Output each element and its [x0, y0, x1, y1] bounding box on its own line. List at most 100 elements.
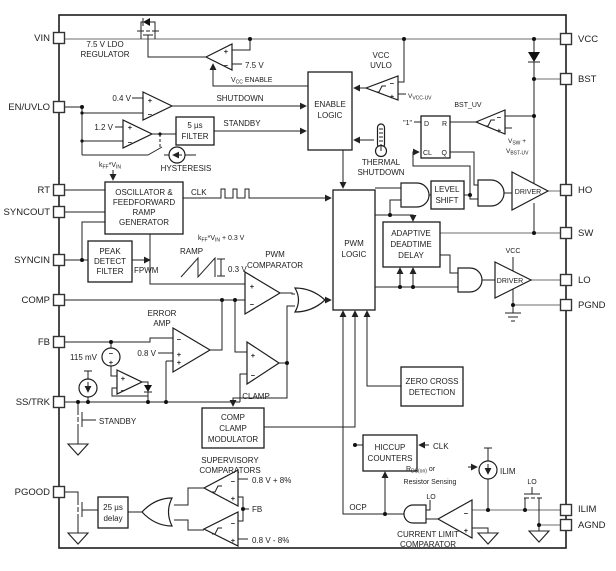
standby-comparator	[122, 119, 154, 149]
pins	[52, 31, 573, 532]
ramp-waveform	[180, 256, 216, 279]
pin-label-bst: BST	[578, 74, 597, 85]
clamp-comparator	[246, 340, 281, 386]
hysteresis-label: HYSTERESIS	[161, 164, 212, 173]
v75-label: 7.5 V	[245, 61, 264, 70]
bst-diode	[528, 52, 540, 63]
ff-cl-label: CL	[423, 150, 432, 157]
and-gate-ho-1	[400, 182, 430, 208]
sign: +	[121, 374, 126, 383]
sign: −	[121, 386, 126, 395]
fpwm-label: FPWM	[134, 266, 159, 275]
sign: −	[497, 113, 502, 122]
delay25-label-1: 25 µs	[103, 503, 123, 512]
polarity-signs: + − + − + − − + − + + − − + + − + + − + …	[109, 47, 502, 545]
hiccup-label-2: COUNTERS	[368, 454, 413, 463]
filter-label-2: FILTER	[182, 132, 209, 141]
standby-line-label: STANDBY	[223, 119, 261, 128]
level-shift-label-1: LEVEL	[435, 185, 460, 194]
ldo-label-1: 7.5 V LDO	[86, 40, 123, 49]
oscillator-block	[104, 181, 184, 235]
lo-fet-label: LO	[527, 479, 537, 486]
ground-clc	[476, 532, 500, 545]
sign: +	[464, 526, 469, 535]
pin-label-ss-trk: SS/TRK	[16, 397, 51, 408]
zero-cross-label-2: DETECTION	[409, 388, 455, 397]
vcc-uvlo-label-2: UVLO	[370, 61, 392, 70]
hysteresis-current-source	[168, 146, 186, 164]
v12-label: 1.2 V	[94, 123, 113, 132]
sign: +	[390, 92, 395, 101]
kff-vin-label: kFF*VIN	[99, 162, 121, 171]
v08m-label: 0.8 V - 8%	[252, 536, 289, 545]
sign: −	[390, 79, 395, 88]
pin-ss-trk	[52, 395, 66, 409]
pwm-logic-block	[332, 189, 376, 311]
shutdown-comparator	[142, 91, 174, 121]
ocp-label: OCP	[349, 503, 366, 512]
fb-net-label: FB	[252, 505, 262, 514]
vsw-plus-label: VSW +	[508, 138, 526, 147]
level-shift-label-2: SHIFT	[435, 196, 458, 205]
ss-buffer-amp	[116, 369, 144, 395]
ff-q-label: Q	[442, 150, 448, 157]
ilim-current-source	[478, 460, 498, 480]
sign: −	[464, 509, 469, 518]
adaptive-deadtime-block	[382, 221, 441, 268]
error-amp	[172, 326, 212, 374]
lo-driver	[494, 261, 533, 299]
resistor-sensing-label: Resistor Sensing	[404, 479, 457, 486]
sign: +	[109, 358, 114, 367]
ff-r-label: R	[442, 121, 447, 128]
current-limit-label-2: COMPARATOR	[400, 540, 456, 549]
pgood-fet	[77, 499, 98, 520]
ground-pgood	[66, 532, 90, 545]
v08-label: 0.8 V	[137, 349, 156, 358]
sign: −	[250, 300, 255, 309]
sign: −	[109, 349, 114, 358]
bst-uv-label: BST_UV	[454, 102, 482, 109]
delay-25us-block	[97, 496, 129, 529]
thermal-label-1: THERMAL	[362, 158, 401, 167]
ground-agnd	[527, 530, 551, 543]
delay25-label-2: delay	[103, 514, 122, 523]
peak-detect-filter-block	[87, 240, 133, 283]
osc-label-4: GENERATOR	[119, 218, 169, 227]
pin-label-lo: LO	[578, 275, 591, 286]
pin-label-pgood: PGOOD	[15, 487, 51, 498]
pin-sw	[559, 226, 573, 240]
pin-vcc	[559, 32, 573, 46]
ground-pgnd	[505, 312, 521, 322]
v04-label: 0.4 V	[112, 94, 131, 103]
clk-label: CLK	[191, 188, 207, 197]
sign: −	[231, 519, 236, 528]
pin-label-pgnd: PGND	[578, 300, 606, 311]
vcc-uvlo-comparator	[364, 75, 399, 101]
sign: +	[231, 536, 236, 545]
adaptive-label-3: DELAY	[398, 251, 424, 260]
pin-ho	[559, 183, 573, 197]
osc-label-3: RAMP	[132, 208, 155, 217]
hysteresis-glyph-sup1	[212, 485, 222, 493]
standby-fet	[77, 409, 83, 430]
sign: −	[231, 477, 236, 486]
pin-label-agnd: AGND	[578, 520, 606, 531]
current-limit-comparator	[436, 498, 473, 540]
pin-label-ilim: ILIM	[578, 504, 597, 515]
adaptive-label-2: DEADTIME	[390, 240, 431, 249]
mv115-label: 115 mV	[70, 353, 98, 362]
peak-label-3: FILTER	[97, 267, 124, 276]
sign: −	[128, 138, 133, 147]
vcc-uvlo-label-1: VCC	[373, 51, 390, 60]
v03-label: 0.3 V	[228, 265, 247, 274]
pin-vin	[52, 31, 66, 45]
pin-lo	[559, 273, 573, 287]
pin-fb	[52, 335, 66, 349]
zero-cross-block	[400, 366, 464, 407]
peak-label-1: PEAK	[99, 247, 121, 256]
pwm-comparator	[244, 270, 282, 316]
pin-pgnd	[559, 298, 573, 312]
pin-label-sw: SW	[578, 228, 593, 239]
sign: +	[250, 282, 255, 291]
